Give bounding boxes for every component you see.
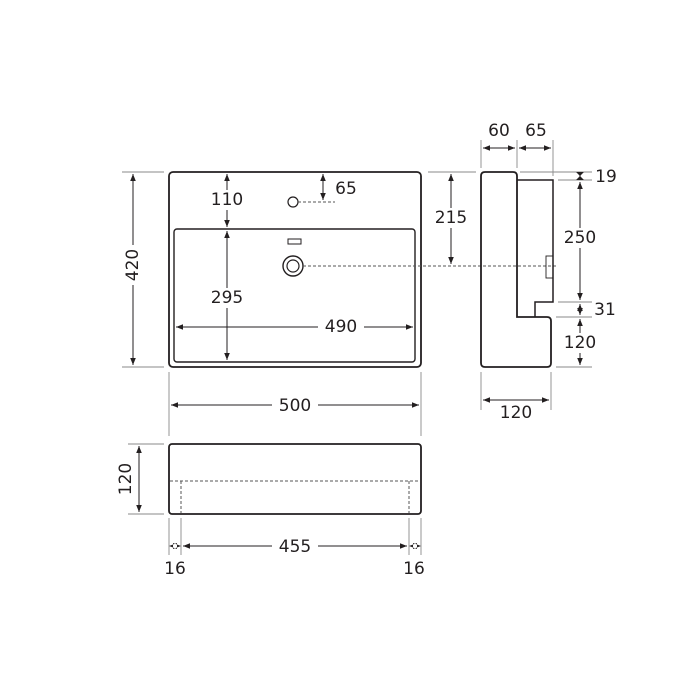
dim-right-wall: 16 [403, 559, 425, 579]
drain-inner [286, 259, 300, 273]
overflow-slot [287, 238, 302, 245]
dim-top-step: 19 [595, 167, 617, 187]
dim-inner-width: 455 [279, 537, 311, 557]
basin-outline [168, 171, 422, 368]
dim-tap-offset: 65 [335, 179, 357, 199]
dim-front-height: 120 [116, 463, 136, 495]
dim-height: 420 [123, 249, 143, 281]
dim-step: 31 [594, 300, 616, 320]
dim-base-height: 120 [564, 333, 596, 353]
dim-front-depth: 110 [211, 190, 243, 210]
front-view: 120 455 16 16 [116, 443, 425, 579]
dim-back-depth: 60 [488, 121, 510, 141]
dim-left-wall: 16 [164, 559, 186, 579]
top-view: 420 110 65 295 490 215 500 [122, 171, 556, 436]
dim-base-depth: 120 [500, 403, 532, 423]
tap-hole [287, 196, 299, 208]
basin-bowl [173, 228, 416, 363]
dim-basin-depth: 295 [211, 288, 243, 308]
drain-outer [282, 255, 304, 277]
dim-overall-width: 500 [279, 396, 311, 416]
side-profile [480, 171, 552, 368]
front-outline [168, 443, 422, 515]
dim-bowl-depth: 65 [525, 121, 547, 141]
side-view: 60 65 19 250 31 120 120 [480, 121, 617, 423]
dim-bowl-height: 250 [564, 228, 596, 248]
dim-waste-height: 215 [435, 208, 467, 228]
dim-basin-width: 490 [325, 317, 357, 337]
